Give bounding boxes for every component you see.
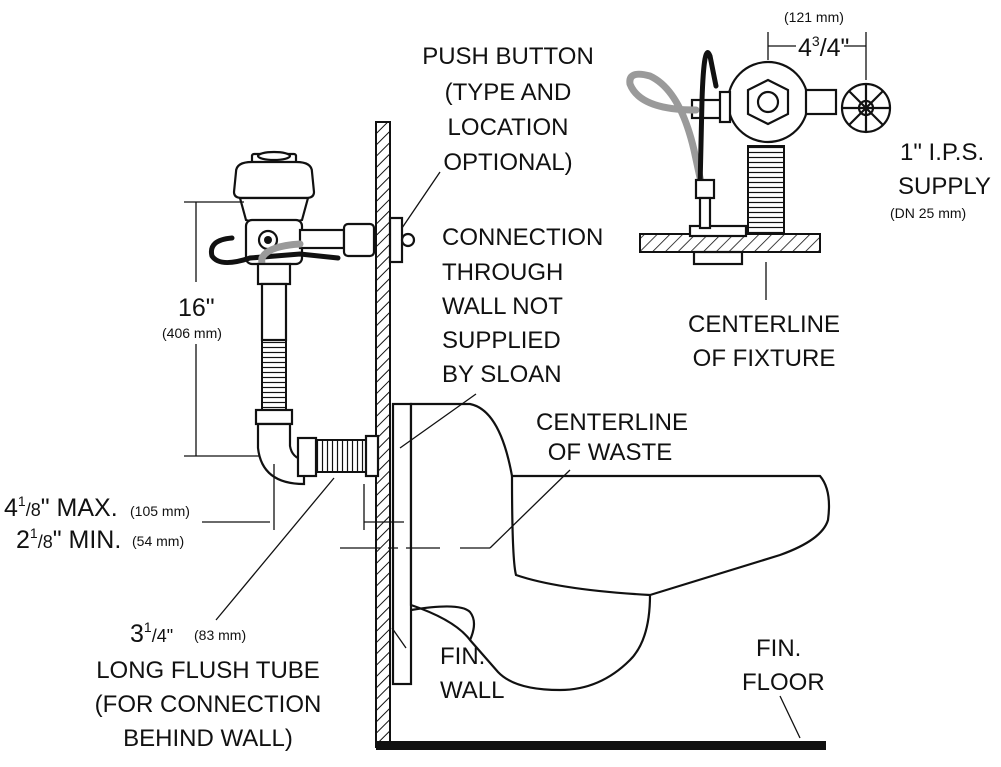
svg-text:SUPPLIED: SUPPLIED bbox=[442, 327, 561, 354]
tube-length-label: 31/4" (83 mm) bbox=[130, 619, 246, 648]
dimension-lines bbox=[184, 32, 867, 739]
push-button-label: PUSH BUTTON (TYPE AND LOCATION OPTIONAL) bbox=[422, 43, 594, 176]
fin-floor-label: FIN. FLOOR bbox=[742, 635, 825, 696]
svg-text:CENTERLINE: CENTERLINE bbox=[536, 409, 688, 436]
svg-text:THROUGH: THROUGH bbox=[442, 259, 563, 286]
svg-text:FIN.: FIN. bbox=[440, 643, 485, 670]
svg-text:LONG FLUSH TUBE: LONG FLUSH TUBE bbox=[96, 657, 320, 684]
height-dimension-label: 16" (406 mm) bbox=[162, 294, 222, 341]
svg-text:LOCATION: LOCATION bbox=[448, 114, 569, 141]
svg-text:(406 mm): (406 mm) bbox=[162, 325, 222, 341]
svg-text:BY SLOAN: BY SLOAN bbox=[442, 361, 562, 388]
flushometer-valve bbox=[208, 150, 416, 486]
svg-text:21/8" MIN.: 21/8" MIN. bbox=[16, 525, 121, 554]
svg-text:FLOOR: FLOOR bbox=[742, 669, 825, 696]
min-offset-label: 21/8" MIN. (54 mm) bbox=[16, 525, 184, 554]
svg-text:CENTERLINE: CENTERLINE bbox=[688, 311, 840, 338]
flush-tube-label: LONG FLUSH TUBE (FOR CONNECTION BEHIND W… bbox=[95, 657, 322, 752]
svg-text:43/4": 43/4" bbox=[798, 33, 849, 62]
svg-text:CONNECTION: CONNECTION bbox=[442, 224, 603, 251]
svg-text:WALL NOT: WALL NOT bbox=[442, 293, 563, 320]
svg-text:(105 mm): (105 mm) bbox=[130, 503, 190, 519]
centerline-waste-label: CENTERLINE OF WASTE bbox=[536, 409, 688, 466]
svg-text:(TYPE AND: (TYPE AND bbox=[445, 79, 572, 106]
svg-text:41/8" MAX.: 41/8" MAX. bbox=[4, 493, 118, 522]
svg-text:31/4": 31/4" bbox=[130, 619, 173, 648]
connection-label: CONNECTION THROUGH WALL NOT SUPPLIED BY … bbox=[442, 224, 603, 388]
supply-label: 1" I.P.S. SUPPLY (DN 25 mm) bbox=[890, 139, 991, 221]
svg-text:OF WASTE: OF WASTE bbox=[548, 439, 672, 466]
svg-text:SUPPLY: SUPPLY bbox=[898, 173, 991, 200]
svg-text:(121 mm): (121 mm) bbox=[784, 9, 844, 25]
svg-text:WALL: WALL bbox=[440, 677, 504, 704]
svg-text:FIN.: FIN. bbox=[756, 635, 801, 662]
fin-wall-label: FIN. WALL bbox=[440, 643, 504, 704]
svg-text:OPTIONAL): OPTIONAL) bbox=[443, 149, 572, 176]
width-dimension-label: (121 mm) 43/4" bbox=[784, 9, 849, 62]
finished-floor bbox=[376, 741, 826, 750]
svg-text:PUSH BUTTON: PUSH BUTTON bbox=[422, 43, 594, 70]
flushometer-top-view bbox=[626, 50, 892, 266]
stop-valve-handwheel bbox=[840, 82, 892, 134]
svg-text:(83 mm): (83 mm) bbox=[194, 627, 246, 643]
svg-text:(DN 25 mm): (DN 25 mm) bbox=[890, 205, 966, 221]
finished-wall bbox=[375, 121, 391, 748]
svg-text:(54 mm): (54 mm) bbox=[132, 533, 184, 549]
svg-text:BEHIND WALL): BEHIND WALL) bbox=[123, 725, 293, 752]
svg-text:OF FIXTURE: OF FIXTURE bbox=[693, 345, 836, 372]
svg-text:(FOR CONNECTION: (FOR CONNECTION bbox=[95, 691, 322, 718]
svg-text:16": 16" bbox=[178, 294, 215, 322]
svg-text:1" I.P.S.: 1" I.P.S. bbox=[900, 139, 984, 166]
max-offset-label: 41/8" MAX. (105 mm) bbox=[4, 493, 190, 522]
toilet-bowl bbox=[391, 402, 831, 692]
centerline-fixture-label: CENTERLINE OF FIXTURE bbox=[688, 311, 840, 372]
